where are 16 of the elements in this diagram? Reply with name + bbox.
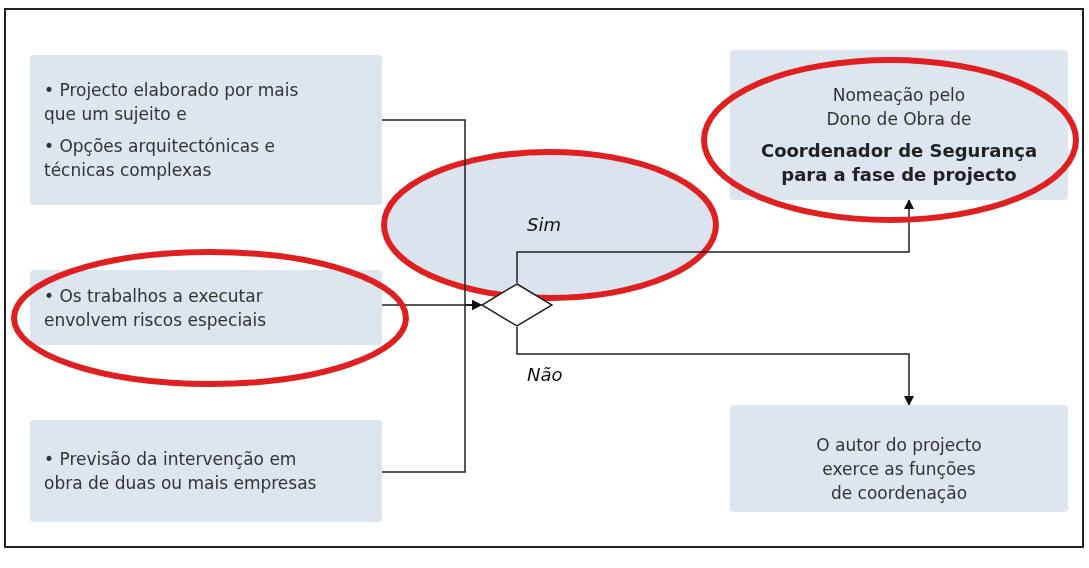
process-box [30, 270, 382, 345]
box-text: • Previsão da intervenção em obra de duas ou mais empresas [44, 448, 318, 495]
arrow [516, 199, 914, 284]
box-text: Nomeação pelo Dono de Obra de [825, 84, 973, 131]
arrow [516, 326, 914, 406]
arrow [381, 300, 482, 473]
box-text: • Opções arquitectónicas e técnicas complexas [44, 135, 276, 182]
process-box [30, 420, 382, 522]
box-text: • Projecto elaborado por mais que um sujeito e [44, 79, 300, 126]
decision-diamond [481, 283, 553, 327]
process-box [730, 50, 1068, 200]
box-text: • Os trabalhos a executar envolvem riscos especiais [44, 284, 268, 332]
box-text: O autor do projecto exerce as funções de coordenação [815, 433, 983, 505]
process-box [30, 55, 382, 205]
box-heading: Coordenador de Segurança para a fase de projecto [759, 139, 1039, 187]
process-box [730, 405, 1068, 512]
